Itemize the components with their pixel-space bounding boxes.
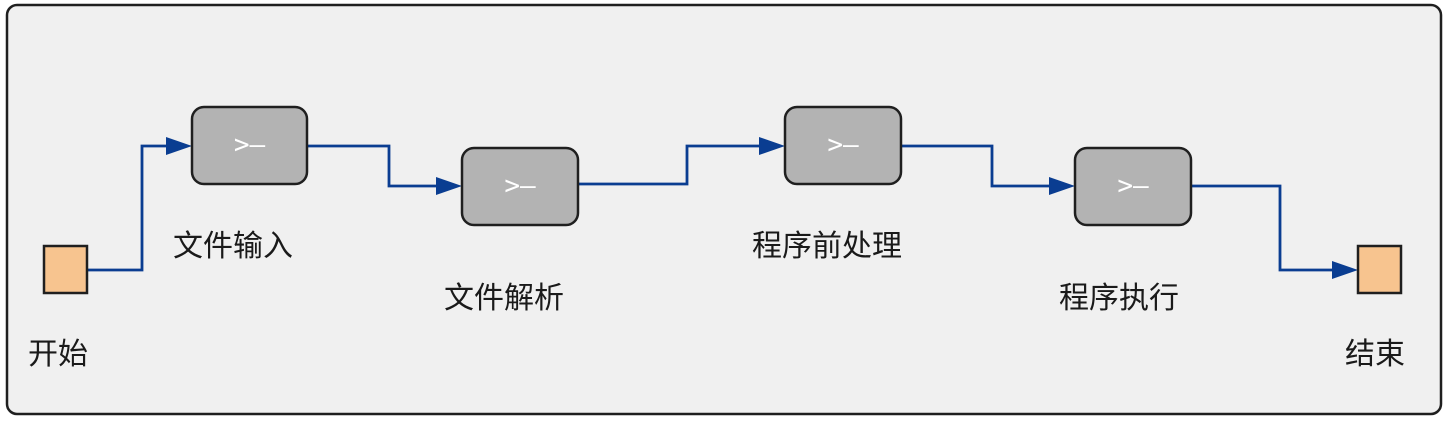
terminal-prompt-icon: >– <box>504 171 536 201</box>
arrowhead-preprocess <box>759 137 785 155</box>
file-input-label: 文件输入 <box>173 229 293 264</box>
start-label: 开始 <box>28 337 88 372</box>
edge-start-to-file-input <box>87 144 168 272</box>
process-box <box>190 105 309 186</box>
end-label: 结束 <box>1345 337 1405 372</box>
edge-preprocess-to-execute <box>901 144 1051 188</box>
node-file-parse[interactable]: >– 文件解析 <box>444 146 580 316</box>
edges <box>87 137 1358 279</box>
node-execute[interactable]: >– 程序执行 <box>1059 146 1193 316</box>
arrowhead-execute <box>1049 177 1075 195</box>
node-file-input[interactable]: >– 文件输入 <box>173 105 309 264</box>
edge-file-parse-to-preprocess <box>578 144 761 186</box>
node-end[interactable]: 结束 <box>1345 244 1405 372</box>
terminal-prompt-icon: >– <box>234 130 266 160</box>
terminal-prompt-icon: >– <box>1117 171 1149 201</box>
arrowhead-file-parse <box>436 177 462 195</box>
node-preprocess[interactable]: >– 程序前处理 <box>752 105 903 264</box>
process-box <box>460 146 580 227</box>
terminal-square-icon <box>42 244 89 295</box>
preprocess-label: 程序前处理 <box>752 229 902 264</box>
terminal-square-icon <box>1356 244 1403 295</box>
diagram-panel <box>5 3 1443 416</box>
node-start[interactable]: 开始 <box>28 244 89 372</box>
process-box <box>783 105 903 186</box>
edge-execute-to-end <box>1191 184 1334 272</box>
edge-file-input-to-file-parse <box>307 144 438 188</box>
process-box <box>1073 146 1193 227</box>
arrowhead-file-input <box>166 137 192 155</box>
arrowhead-end <box>1332 261 1358 279</box>
terminal-prompt-icon: >– <box>827 130 859 160</box>
file-parse-label: 文件解析 <box>444 281 564 316</box>
execute-label: 程序执行 <box>1059 281 1179 316</box>
